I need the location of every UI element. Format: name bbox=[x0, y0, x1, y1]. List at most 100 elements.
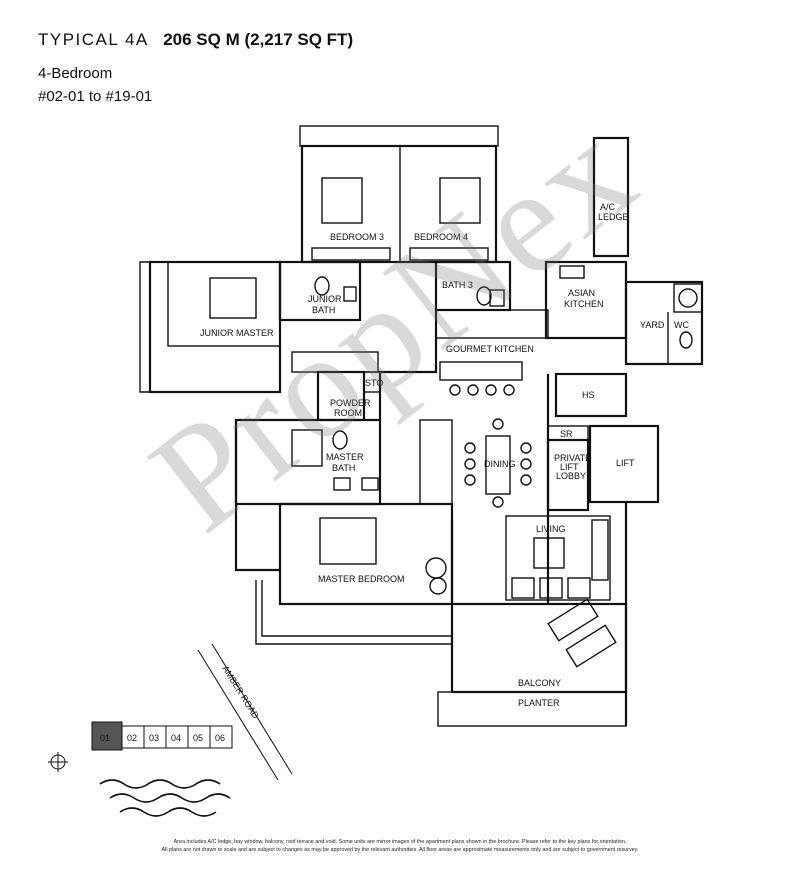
ac-ledge bbox=[592, 136, 630, 258]
dining-chair bbox=[520, 474, 532, 486]
key-unit-label: 05 bbox=[193, 733, 203, 743]
room-label-sto: STO bbox=[365, 378, 383, 388]
sea-wave bbox=[109, 793, 231, 803]
master-bedroom bbox=[278, 502, 454, 606]
room-label-living: LIVING bbox=[536, 524, 566, 534]
footer-note-1: Area includes A/C ledge, bay window, bal… bbox=[173, 839, 627, 845]
key-plan: 01 02 03 04 05 06 bbox=[91, 721, 233, 751]
room-label-master-bath: BATH bbox=[332, 463, 355, 473]
master-bath-tub bbox=[291, 429, 323, 467]
stool bbox=[485, 384, 497, 396]
room-label-private: PRIVATE bbox=[554, 453, 591, 463]
bed-bedroom4 bbox=[439, 177, 481, 224]
bed-bedroom3 bbox=[321, 177, 363, 224]
armchair-living bbox=[539, 577, 563, 599]
key-unit-label: 03 bbox=[149, 733, 159, 743]
washing-machine bbox=[673, 283, 703, 313]
room-label-gourmet-kitchen: GOURMET KITCHEN bbox=[446, 344, 534, 354]
key-unit-label: 02 bbox=[127, 733, 137, 743]
room-label-bath3: BATH 3 bbox=[442, 280, 473, 290]
bedroom-wing bbox=[300, 144, 498, 264]
key-unit-label: 01 bbox=[100, 733, 110, 743]
amber-road-edge bbox=[211, 643, 293, 775]
bath3-shower bbox=[489, 289, 505, 307]
dining-chair bbox=[464, 474, 476, 486]
room-label-lift: LIFT bbox=[616, 458, 635, 468]
stool bbox=[467, 384, 479, 396]
dining-chair bbox=[464, 458, 476, 470]
sun-lounger bbox=[547, 598, 599, 642]
wardrobe-bedroom4 bbox=[409, 247, 489, 261]
unit-type-label: TYPICAL 4A bbox=[38, 30, 149, 49]
footer-note-2: All plans are not drawn to scale and are… bbox=[161, 847, 639, 853]
room-label-junior-bath: BATH bbox=[312, 305, 335, 315]
room-label-lift-word: LIFT bbox=[560, 462, 579, 472]
dining-chair bbox=[492, 496, 504, 508]
sea-wave bbox=[119, 807, 217, 817]
household-shelter bbox=[554, 372, 628, 418]
room-label-master-bedroom: MASTER BEDROOM bbox=[318, 574, 405, 584]
room-label-lobby: LOBBY bbox=[556, 471, 586, 481]
wardrobe-bedroom3 bbox=[311, 247, 391, 261]
room-label-junior: JUNIOR bbox=[308, 294, 342, 304]
washing-drum bbox=[678, 288, 698, 308]
key-unit-highlight bbox=[91, 721, 123, 751]
armchair-living bbox=[511, 577, 535, 599]
wc-toilet bbox=[679, 331, 693, 349]
room-label-room: ROOM bbox=[334, 408, 362, 418]
plan-header: TYPICAL 4A 206 SQ M (2,217 SQ FT) bbox=[38, 30, 353, 50]
basin bbox=[333, 477, 351, 491]
bed-junior-master bbox=[209, 277, 257, 319]
room-label-master: MASTER bbox=[326, 452, 364, 462]
dining-chair bbox=[492, 418, 504, 430]
bedroom-count: 4-Bedroom bbox=[38, 65, 113, 82]
dining-table bbox=[485, 435, 511, 495]
room-label-balcony: BALCONY bbox=[518, 678, 561, 688]
room-label-dining: DINING bbox=[484, 459, 516, 469]
yard-wc bbox=[624, 280, 704, 366]
dining-chair bbox=[520, 458, 532, 470]
key-unit-label: 06 bbox=[215, 733, 225, 743]
room-label-asian: ASIAN bbox=[568, 288, 595, 298]
sun-lounger bbox=[565, 624, 617, 668]
road-label: AMBER ROAD bbox=[220, 664, 261, 721]
unit-numbers: #02-01 to #19-01 bbox=[38, 88, 153, 105]
wall-master-west bbox=[234, 420, 280, 572]
roof-ledge bbox=[299, 125, 499, 147]
kitchen-sink bbox=[559, 265, 585, 279]
lift-shaft bbox=[588, 424, 660, 504]
room-label-ledge: LEDGE bbox=[598, 212, 629, 222]
bath3-toilet bbox=[476, 286, 492, 306]
kitchen-island bbox=[439, 361, 523, 381]
armchair bbox=[425, 557, 447, 579]
room-label-wc: WC bbox=[674, 320, 689, 330]
room-label-hs: HS bbox=[582, 390, 595, 400]
living-area bbox=[505, 515, 611, 601]
dining-chair bbox=[520, 442, 532, 454]
basin bbox=[361, 477, 379, 491]
ledge-south bbox=[261, 580, 452, 637]
room-label-yard: YARD bbox=[640, 320, 665, 330]
stool bbox=[449, 384, 461, 396]
stool bbox=[503, 384, 515, 396]
master-bed bbox=[319, 517, 377, 565]
sofa bbox=[591, 519, 609, 581]
dining-chair bbox=[464, 442, 476, 454]
room-label-powder: POWDER bbox=[330, 398, 371, 408]
room-label-bedroom3: BEDROOM 3 bbox=[330, 232, 384, 242]
master-bath-toilet bbox=[332, 430, 348, 450]
room-label-junior-master: JUNIOR MASTER bbox=[200, 328, 274, 338]
bay-ledge-west bbox=[139, 261, 236, 393]
room-label-planter: PLANTER bbox=[518, 698, 560, 708]
junior-bath-shower bbox=[343, 286, 357, 302]
ledge-south-outer bbox=[255, 580, 452, 645]
side-table bbox=[429, 577, 447, 595]
junior-bath bbox=[278, 260, 362, 322]
unit-area-label: 206 SQ M (2,217 SQ FT) bbox=[163, 30, 354, 49]
room-label-bedroom4: BEDROOM 4 bbox=[414, 232, 468, 242]
room-label-sr: SR bbox=[560, 429, 573, 439]
room-label-ac: A/C bbox=[600, 202, 616, 212]
sea-wave bbox=[99, 779, 221, 789]
junior-bath-toilet bbox=[314, 276, 330, 296]
